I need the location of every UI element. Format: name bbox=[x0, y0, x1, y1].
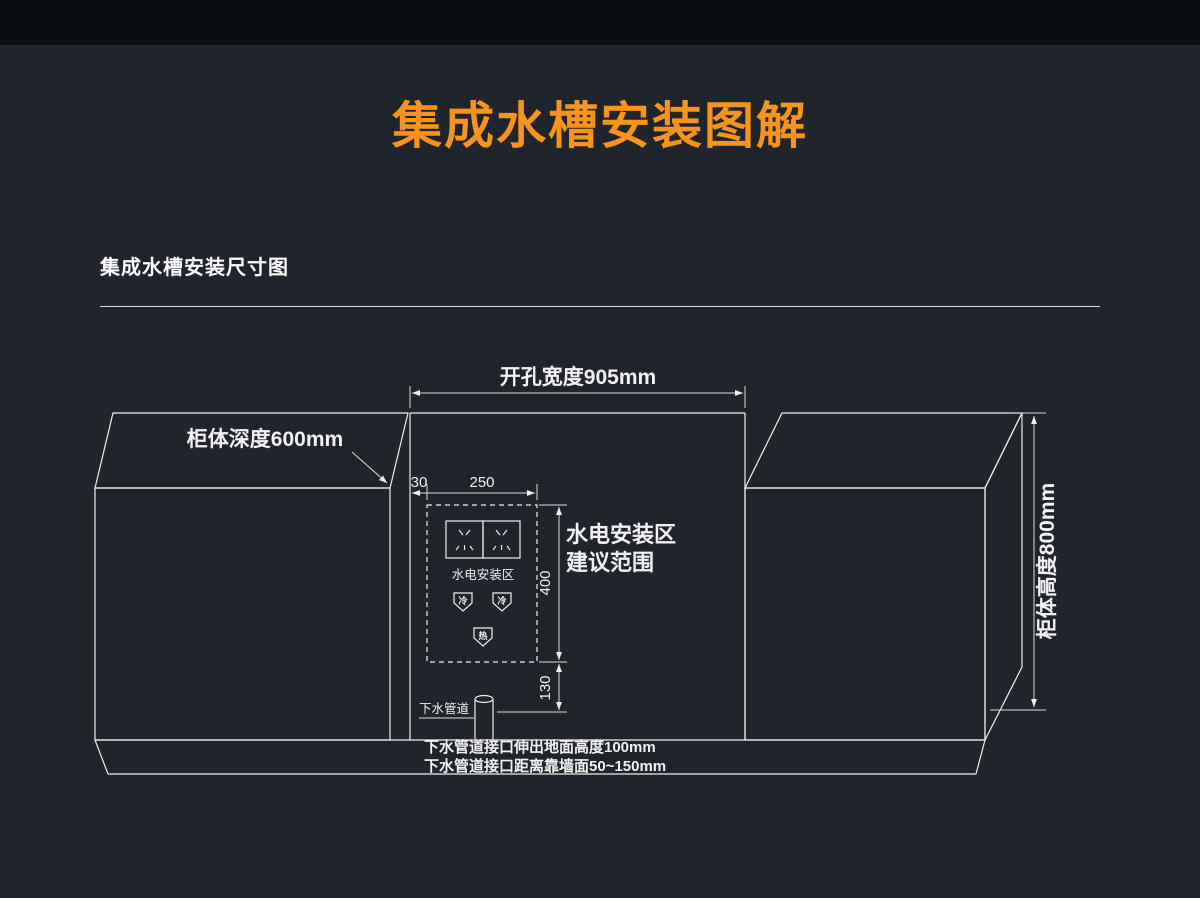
top-bar bbox=[0, 0, 1200, 45]
dim-zone-400-label: 400 bbox=[537, 570, 554, 595]
dim-opening-width-label: 开孔宽度905mm bbox=[500, 365, 656, 389]
zone-note-line2: 建议范围 bbox=[566, 550, 654, 575]
left-cabinet bbox=[94, 412, 409, 741]
zone-note: 水电安装区 建议范围 bbox=[566, 522, 676, 575]
drain-note-2: 下水管道接口距离靠墙面50~150mm bbox=[424, 757, 666, 775]
dim-socket-offsets: 30 250 bbox=[411, 474, 538, 500]
drain-pipe bbox=[474, 694, 494, 739]
dim-cabinet-height: 柜体高度800mm bbox=[990, 412, 1059, 711]
dim-zone-130-label: 130 bbox=[537, 675, 554, 700]
zone-note-line1: 水电安装区 bbox=[566, 522, 676, 547]
drain-note-1: 下水管道接口伸出地面高度100mm bbox=[424, 738, 656, 756]
hot-valve-label: 热 bbox=[478, 630, 487, 641]
drain-pipe-label: 下水管道 bbox=[419, 701, 470, 716]
dim-cabinet-height-label: 柜体高度800mm bbox=[1035, 483, 1059, 639]
drain-pipe-callout: 下水管道 bbox=[419, 701, 474, 719]
dim-offset-250-label: 250 bbox=[469, 474, 494, 491]
page-title: 集成水槽安装图解 bbox=[392, 98, 808, 154]
right-cabinet bbox=[744, 412, 1023, 741]
dim-cabinet-depth: 柜体深度600mm bbox=[187, 427, 388, 484]
dim-opening-width: 开孔宽度905mm bbox=[409, 365, 746, 408]
section-title: 集成水槽安装尺寸图 bbox=[100, 257, 289, 279]
cold-valve-label-1: 冷 bbox=[458, 595, 467, 606]
section-divider bbox=[100, 306, 1100, 307]
utility-zone-box bbox=[426, 504, 538, 663]
cold-valve-icons: 冷 冷 bbox=[453, 592, 512, 612]
hot-valve-icon: 热 bbox=[473, 627, 493, 647]
dim-offset-30-label: 30 bbox=[411, 474, 428, 491]
dim-cabinet-depth-label: 柜体深度600mm bbox=[187, 427, 343, 451]
sink-opening bbox=[409, 412, 746, 740]
utility-zone-inner-label: 水电安装区 bbox=[452, 567, 515, 582]
power-outlets bbox=[445, 520, 521, 559]
cabinet-base bbox=[94, 739, 986, 775]
cold-valve-label-2: 冷 bbox=[497, 595, 506, 606]
dim-zone-vertical: 400 130 bbox=[497, 504, 567, 713]
